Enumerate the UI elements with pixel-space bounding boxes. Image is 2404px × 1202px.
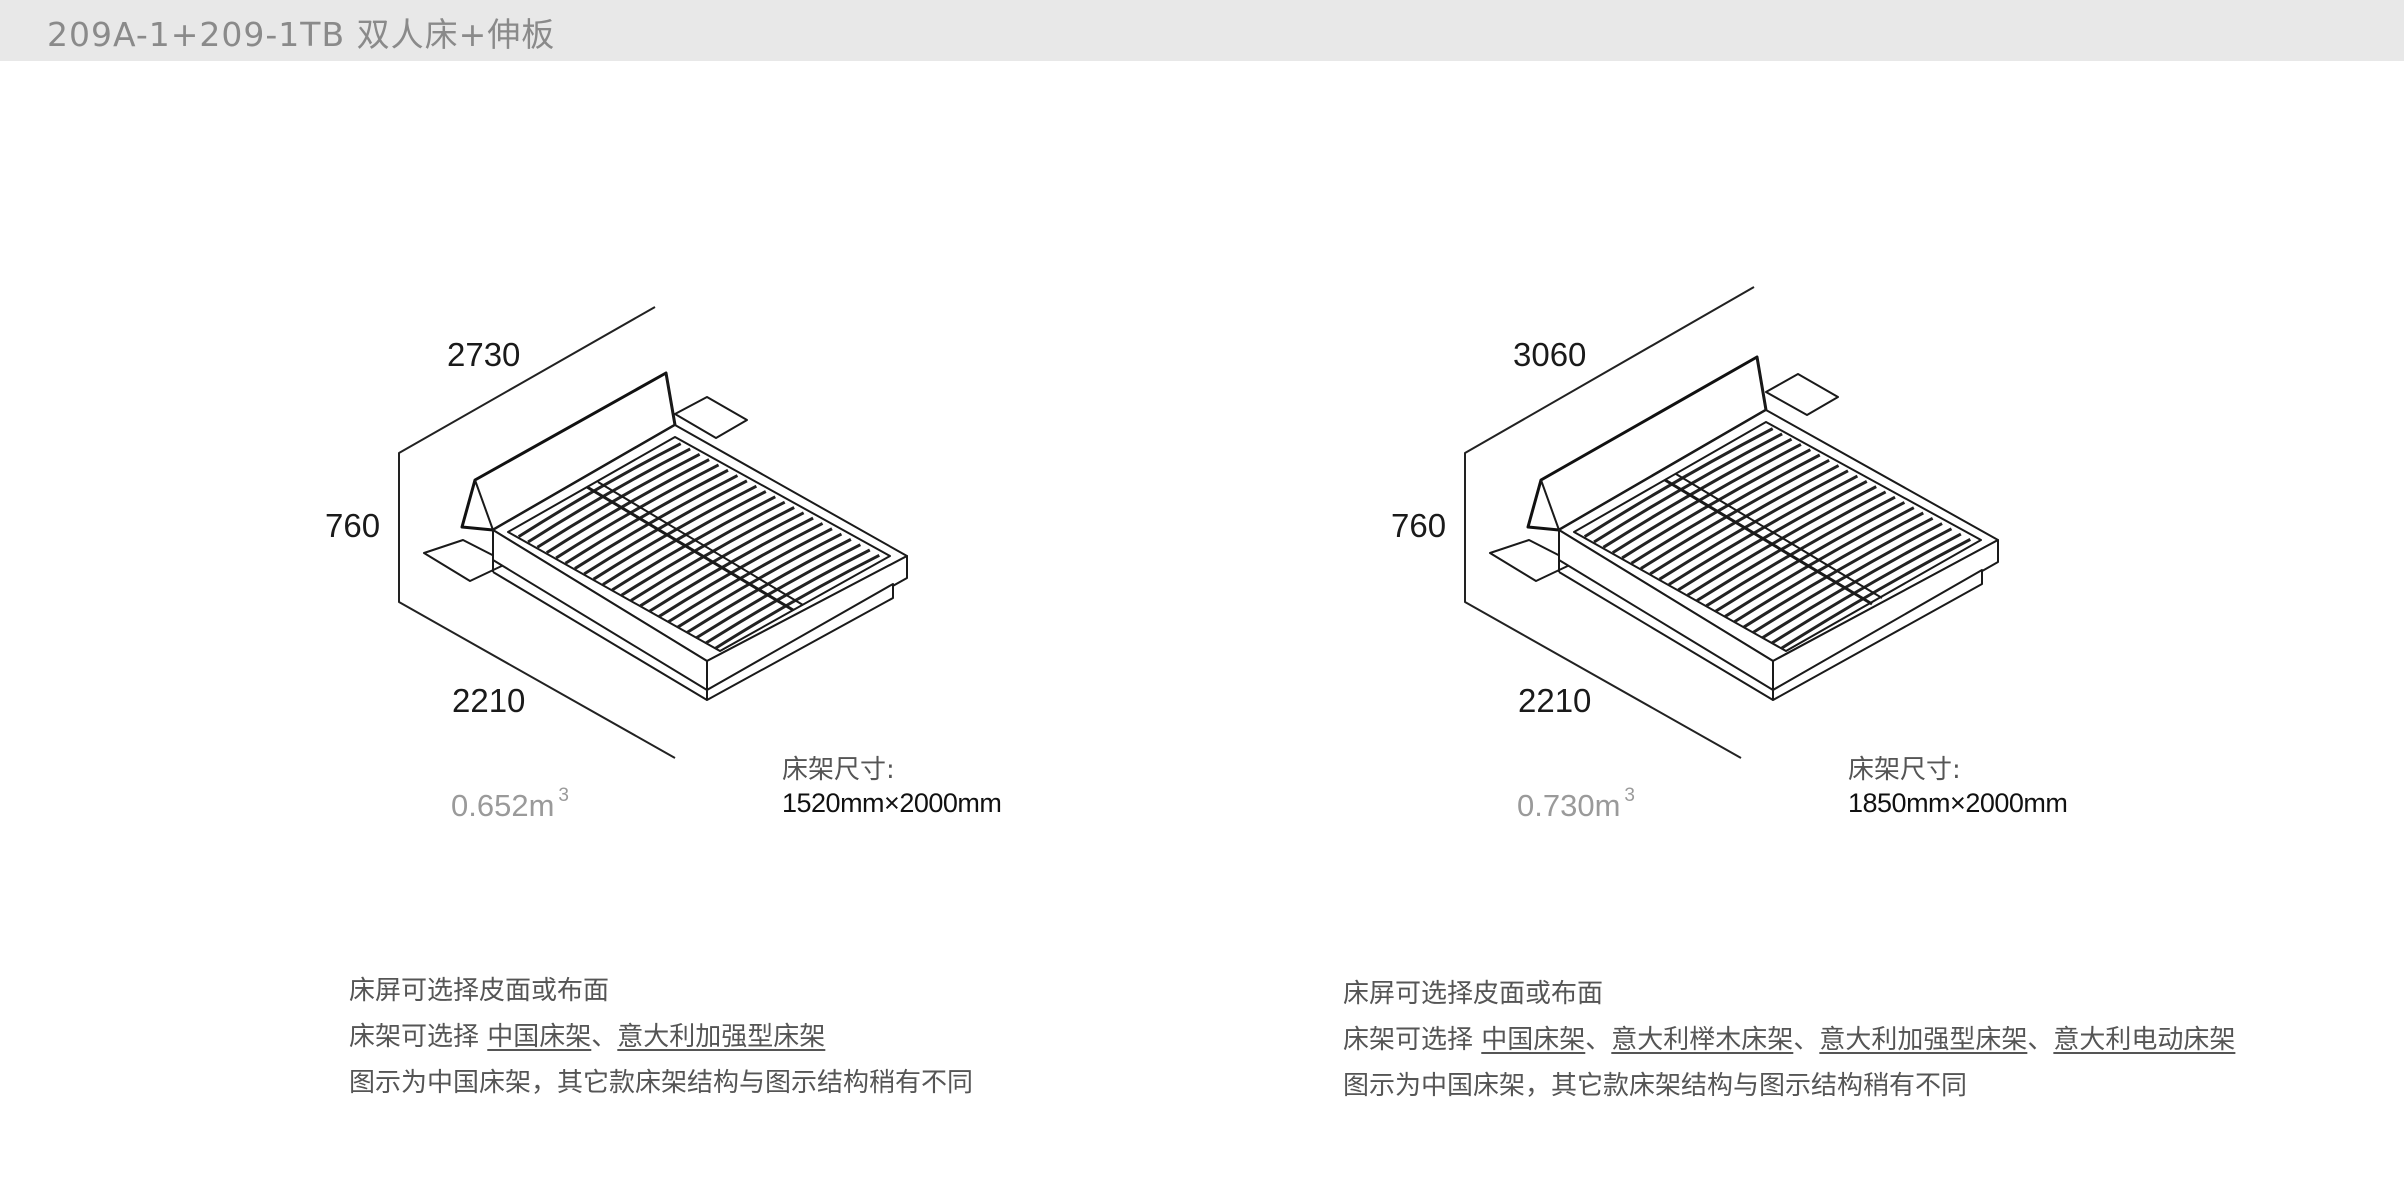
right-volume-value: 0.730m <box>1517 788 1621 823</box>
left-bed-slat <box>555 463 720 560</box>
right-bed-slat <box>1611 443 1802 554</box>
left-bed-slat <box>686 538 852 634</box>
left-bed-slat <box>536 452 701 549</box>
right-height-dimension: 760 <box>1391 507 1447 544</box>
left-option-chinese-frame[interactable]: 中国床架 <box>487 1022 592 1052</box>
left-option-italian-reinforced-frame[interactable]: 意大利加强型床架 <box>617 1022 826 1052</box>
right-bed-slat <box>1761 527 1953 639</box>
left-note-frame-prefix: 床架可选择 <box>349 1022 488 1052</box>
right-bed-slat <box>1630 453 1821 565</box>
left-bed-slat <box>527 447 691 544</box>
left-volume-exponent: 3 <box>558 784 569 806</box>
right-bed-slat <box>1658 469 1849 581</box>
left-bed-slat <box>592 484 758 581</box>
right-bed-slat <box>1780 538 1971 650</box>
right-option-separator-3: 、 <box>2027 1025 2054 1055</box>
right-option-italian-beech-frame[interactable]: 意大利榉木床架 <box>1611 1025 1794 1055</box>
right-bed-slat <box>1752 522 1943 634</box>
left-bed-slat <box>583 479 748 576</box>
left-frame-size: 床架尺寸: 1520mm×2000mm <box>782 754 1002 819</box>
left-frame-size-label: 床架尺寸: <box>782 755 895 785</box>
right-note-disclaimer: 图示为中国床架，其它款床架结构与图示结构稍有不同 <box>1343 1071 1968 1101</box>
right-bed-slat <box>1668 474 1859 586</box>
left-frame-size-value: 1520mm×2000mm <box>782 788 1002 818</box>
left-bed-slat <box>545 458 710 554</box>
left-bed-slat <box>705 548 871 645</box>
right-note-cover: 床屏可选择皮面或布面 <box>1343 979 1604 1009</box>
left-bed-slat <box>714 554 880 650</box>
page-title: 209A-1+209-1TB 双人床+伸板 <box>47 15 556 54</box>
right-bed-slat <box>1621 448 1812 560</box>
right-option-italian-reinforced-frame[interactable]: 意大利加强型床架 <box>1819 1025 2028 1055</box>
right-bed-slat <box>1640 458 1830 570</box>
right-bed-slat <box>1583 427 1774 538</box>
right-bed-slat <box>1593 432 1783 544</box>
left-bed-slat <box>517 442 682 538</box>
right-option-chinese-frame[interactable]: 中国床架 <box>1481 1025 1586 1055</box>
right-bed-slat <box>1743 516 1934 629</box>
right-option-separator-2: 、 <box>1793 1025 1820 1055</box>
left-length-dimension: 2730 <box>447 336 521 373</box>
left-volume-value: 0.652m <box>451 788 555 823</box>
right-bed-slat <box>1771 532 1962 645</box>
right-note-frame-options: 床架可选择 中国床架、意大利榉木床架、意大利加强型床架、意大利电动床架 <box>1343 1017 2235 1063</box>
right-frame-size-value: 1850mm×2000mm <box>1848 788 2068 818</box>
right-bed-slat <box>1649 464 1840 576</box>
left-bed-slat <box>602 490 767 586</box>
right-bed-slat <box>1602 437 1793 549</box>
right-option-separator-1: 、 <box>1585 1025 1612 1055</box>
right-note-frame-prefix: 床架可选择 <box>1343 1025 1482 1055</box>
right-frame-size: 床架尺寸: 1850mm×2000mm <box>1848 754 2068 819</box>
left-width-dimension: 2210 <box>452 682 526 719</box>
header-bar: 209A-1+209-1TB 双人床+伸板 <box>0 0 2404 61</box>
left-note-disclaimer: 图示为中国床架，其它款床架结构与图示结构稍有不同 <box>349 1068 974 1098</box>
right-option-italian-electric-frame[interactable]: 意大利电动床架 <box>2053 1025 2236 1055</box>
left-note-frame-options: 床架可选择 中国床架、意大利加强型床架 <box>349 1014 973 1060</box>
left-bed-drawing <box>398 306 908 759</box>
left-bed-slat <box>695 543 862 639</box>
right-frame-size-label: 床架尺寸: <box>1848 755 1961 785</box>
right-length-dimension: 3060 <box>1513 336 1587 373</box>
left-option-separator: 、 <box>591 1022 618 1052</box>
left-bed-slat <box>564 468 729 565</box>
right-notes: 床屏可选择皮面或布面 床架可选择 中国床架、意大利榉木床架、意大利加强型床架、意… <box>1343 971 2235 1109</box>
left-note-cover: 床屏可选择皮面或布面 <box>349 976 610 1006</box>
left-notes: 床屏可选择皮面或布面 床架可选择 中国床架、意大利加强型床架 图示为中国床架，其… <box>349 968 973 1106</box>
left-bed-slat <box>611 495 776 592</box>
left-height-dimension: 760 <box>325 507 381 544</box>
left-bed-slat <box>574 474 739 570</box>
right-bed-drawing <box>1464 286 1999 759</box>
right-width-dimension: 2210 <box>1518 682 1592 719</box>
right-volume-exponent: 3 <box>1624 784 1635 806</box>
